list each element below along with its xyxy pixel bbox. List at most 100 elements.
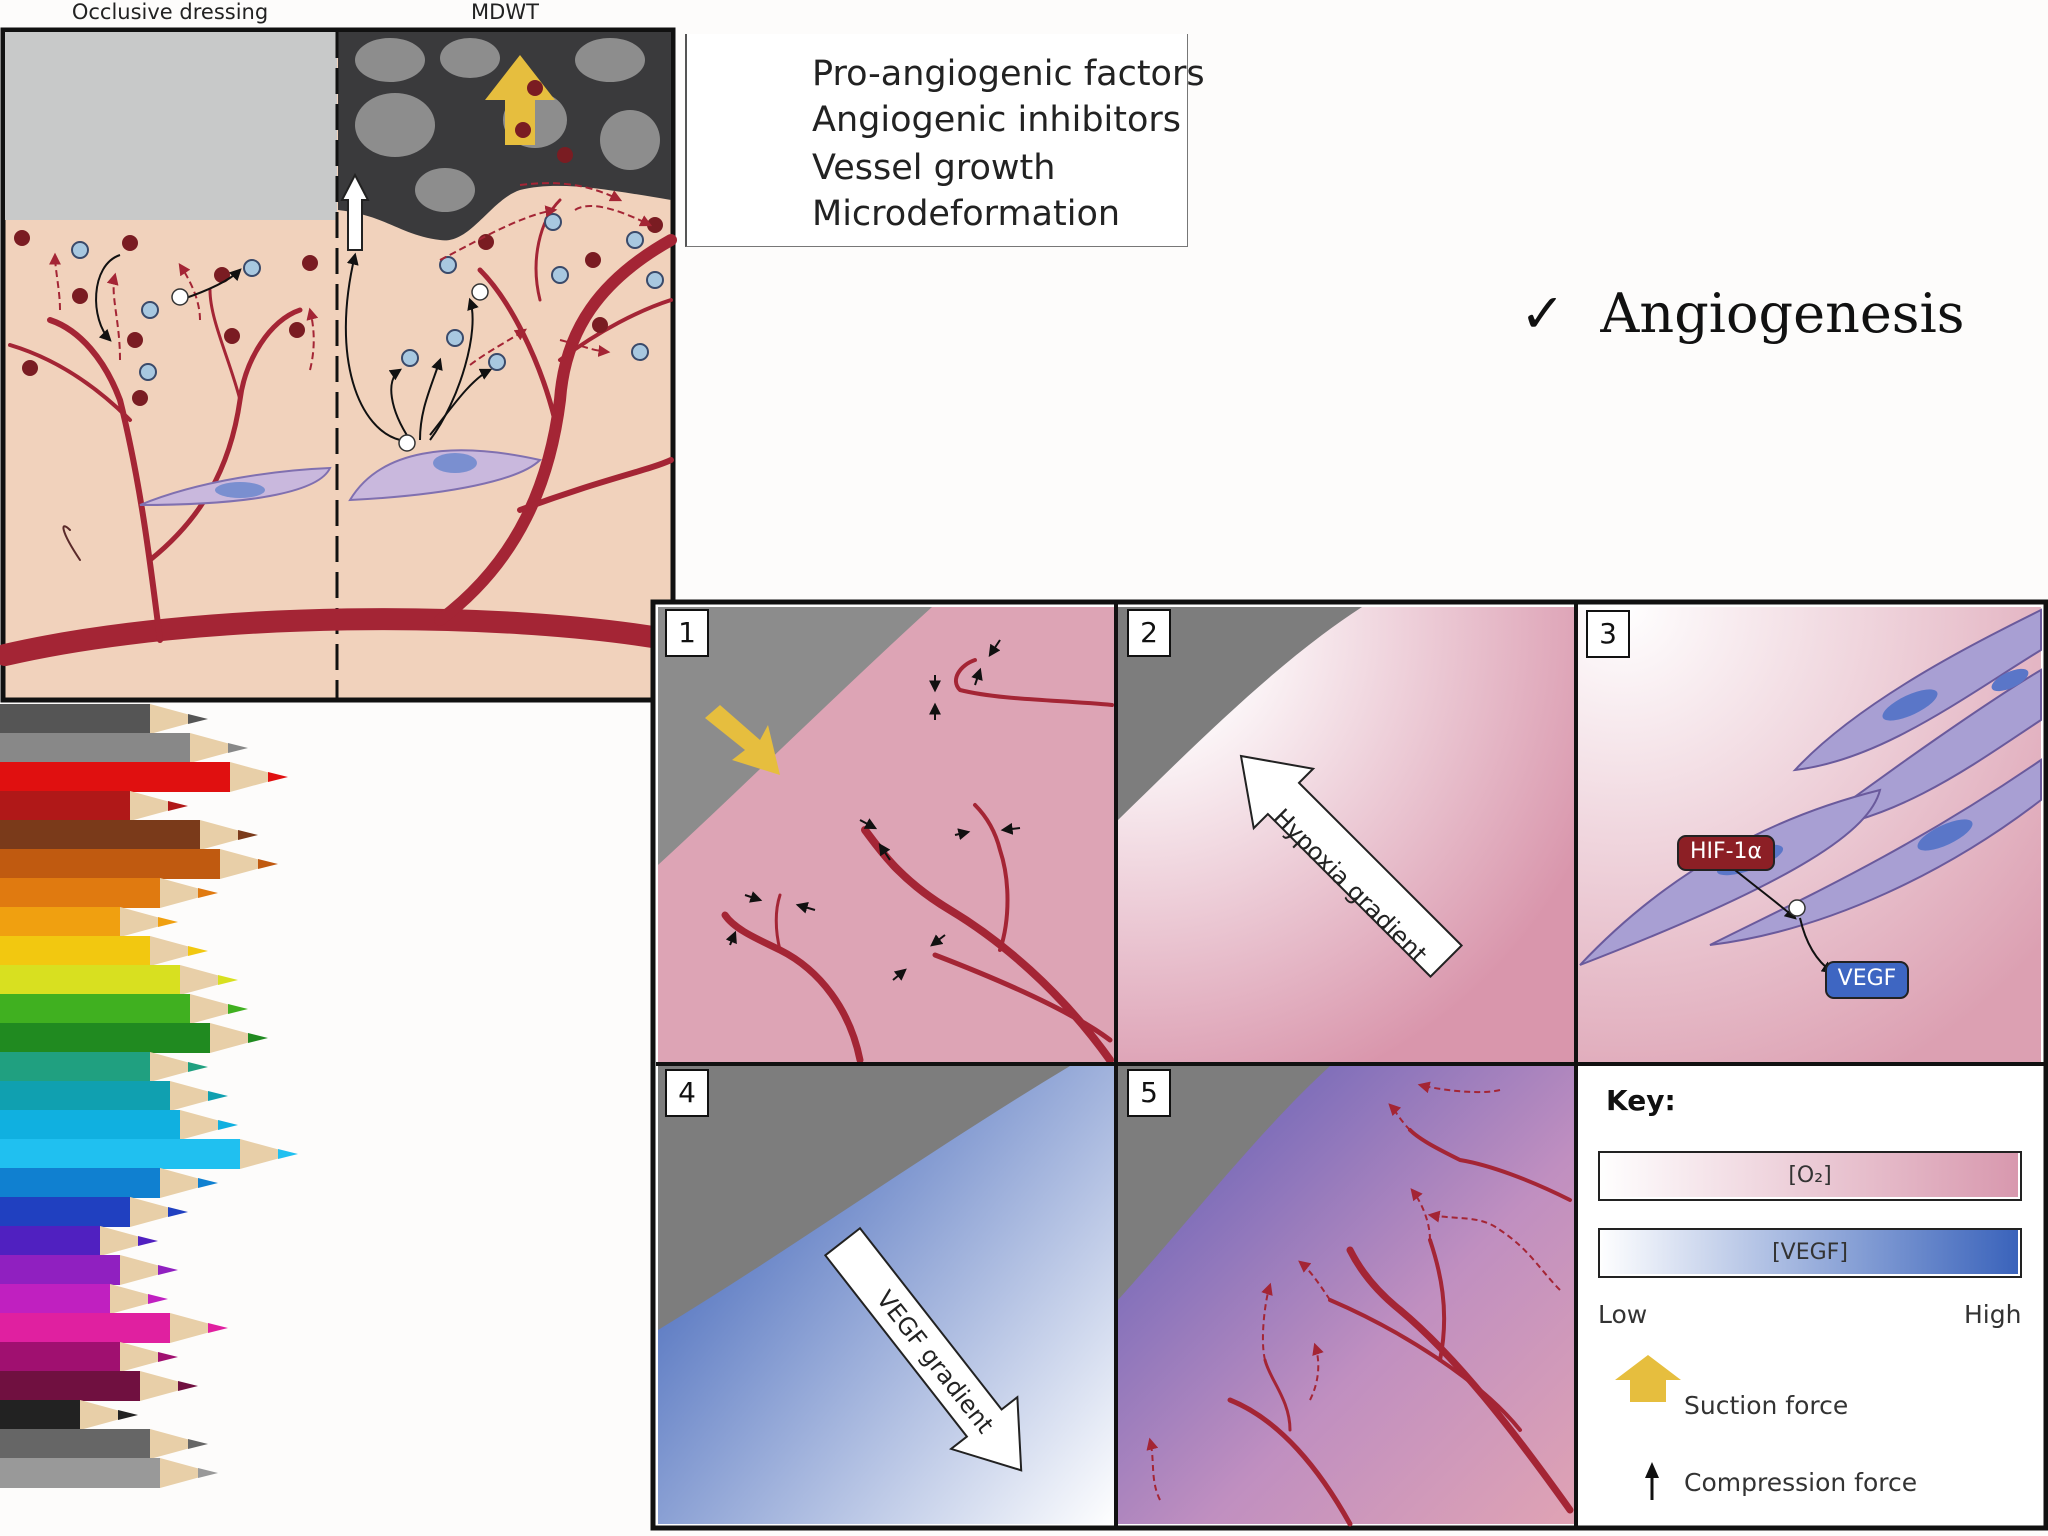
pencil-tip — [190, 994, 245, 1024]
wound-diagram — [0, 27, 682, 703]
pencil-lead — [188, 1062, 208, 1072]
pencil-body — [0, 1168, 160, 1198]
pencil-tip — [180, 1110, 235, 1140]
panel-1 — [658, 607, 1116, 1064]
pencil-body — [0, 907, 120, 937]
pencil-tip — [150, 1429, 205, 1459]
pencil-lead — [118, 1410, 138, 1420]
key-low-label: Low — [1598, 1300, 1648, 1329]
vegf-key-bar: [VEGF] — [1598, 1228, 2022, 1278]
pencil-tip — [160, 1458, 215, 1488]
cell-right — [348, 449, 542, 502]
pencil-body — [0, 994, 190, 1024]
pencil-lead — [208, 1091, 228, 1101]
compression-force-icon — [1645, 1462, 1659, 1500]
vegf-label: VEGF — [1837, 966, 1897, 991]
pencil-body — [0, 1226, 100, 1256]
legend-vessel-growth: Vessel growth — [812, 148, 1056, 188]
pencil-tip — [170, 1081, 225, 1111]
pencil-body — [0, 1371, 140, 1401]
pencil-tip — [230, 762, 285, 792]
pencil-body — [0, 762, 230, 792]
pencil-lead — [258, 859, 278, 869]
hif-label: HIF-1α — [1689, 839, 1763, 864]
pencil-tip — [160, 1168, 215, 1198]
bullet-angiogenesis: ✓ Angiogenesis — [1520, 282, 1965, 345]
vegf-gradient-arrow — [823, 1226, 1023, 1472]
hypoxia-gradient-arrow — [1239, 754, 1464, 979]
pencil-lead — [138, 1236, 158, 1246]
pencil-tip — [120, 907, 175, 937]
pencil-tip — [100, 1226, 155, 1256]
pencil-body — [0, 1052, 150, 1082]
pencil-body — [0, 704, 150, 734]
pencil-body — [0, 1110, 180, 1140]
pencil-tip — [150, 704, 205, 734]
pencil-lead — [198, 888, 218, 898]
pencil-tip — [190, 733, 245, 763]
pencil-lead — [188, 714, 208, 724]
pencil-body — [0, 1197, 130, 1227]
pencil-lead — [158, 1352, 178, 1362]
suction-force-label: Suction force — [1684, 1391, 1849, 1420]
panel-5 — [1118, 1066, 1574, 1527]
pencil-lead — [148, 1294, 168, 1304]
legend-microdeformation: Microdeformation — [812, 194, 1121, 234]
pencil-lead — [238, 830, 258, 840]
pencil-body — [0, 878, 160, 908]
legend-inhibitors: Angiogenic inhibitors — [812, 100, 1182, 140]
pencil-lead — [158, 1265, 178, 1275]
pencil-body — [0, 791, 130, 821]
suction-arrow-icon — [485, 55, 555, 145]
pencil-tip — [140, 1371, 195, 1401]
bullet-text: Angiogenesis — [1600, 282, 1965, 345]
key-title: Key: — [1606, 1084, 1676, 1117]
pencil-tip — [160, 878, 215, 908]
occlusive-dressing-label: Occlusive dressing — [71, 0, 269, 24]
pencil-lead — [198, 1178, 218, 1188]
pencil-tip — [130, 1197, 185, 1227]
checkmark-icon: ✓ — [1520, 282, 1566, 345]
pencil-body — [0, 1400, 80, 1430]
pencil-lead — [228, 743, 248, 753]
mdwt-label: MDWT — [471, 0, 539, 24]
pencil-lead — [278, 1149, 298, 1159]
vegf-box — [1825, 961, 1909, 999]
pencil-body — [0, 1342, 120, 1372]
pencil-body — [0, 849, 220, 879]
pencil-tip — [150, 1052, 205, 1082]
colored-pencils — [0, 704, 298, 1488]
pencil-tip — [200, 820, 255, 850]
microdeformation-arrow-icon — [340, 172, 370, 251]
pencil-lead — [208, 1323, 228, 1333]
pencil-tip — [220, 849, 275, 879]
pencil-tip — [80, 1400, 135, 1430]
pencil-lead — [248, 1033, 268, 1043]
pencil-tip — [130, 791, 185, 821]
panel-2-number: 2 — [1127, 609, 1171, 657]
pencil-body — [0, 733, 190, 763]
pencil-lead — [188, 1439, 208, 1449]
pencil-lead — [188, 946, 208, 956]
suction-force-icon — [1615, 1355, 1681, 1402]
panel-5-number: 5 — [1127, 1069, 1171, 1117]
angiogenic-inhibitors — [14, 80, 663, 406]
hif-box — [1677, 835, 1775, 871]
pencil-tip — [170, 1313, 225, 1343]
legend-pro-angiogenic: Pro-angiogenic factors — [812, 54, 1205, 94]
pencil-body — [0, 1458, 160, 1488]
pencil-tip — [120, 1342, 175, 1372]
pencil-body — [0, 820, 200, 850]
pencil-tip — [110, 1284, 165, 1314]
pencil-body — [0, 1313, 170, 1343]
panel-4-number: 4 — [665, 1069, 709, 1117]
panel-3-number: 3 — [1586, 610, 1630, 658]
pencil-body — [0, 1255, 120, 1285]
pencil-tip — [240, 1139, 295, 1169]
occlusive-dressing — [5, 32, 337, 220]
pencil-lead — [168, 801, 188, 811]
pencil-lead — [198, 1468, 218, 1478]
panel-1-number: 1 — [665, 609, 709, 657]
compression-force-label: Compression force — [1684, 1468, 1918, 1497]
